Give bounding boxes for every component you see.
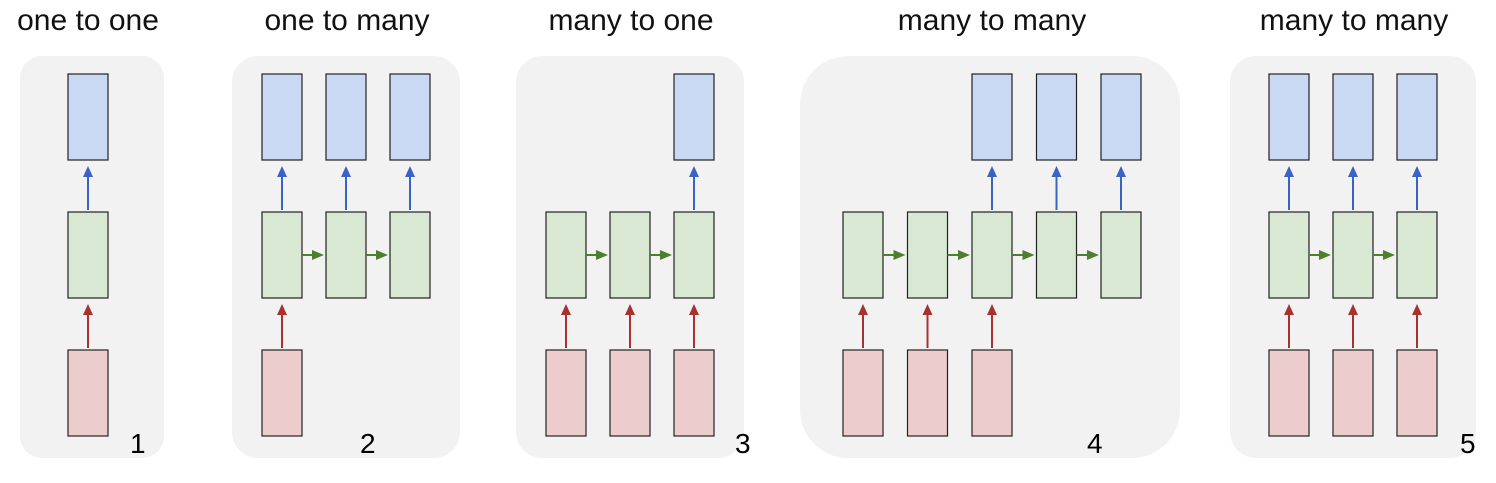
hidden-box-4-3 — [971, 211, 1013, 299]
hidden-box-4-2 — [906, 211, 949, 299]
recurrent-arrow-4-2-head — [958, 250, 970, 260]
input-arrow-3-1-head — [561, 304, 571, 315]
hidden-box-3-2 — [609, 211, 651, 299]
output-box-3-3 — [673, 73, 715, 161]
output-box-4-3 — [971, 73, 1013, 161]
output-arrow-5-1-head — [1284, 166, 1294, 177]
output-box-2-1 — [261, 73, 303, 161]
input-box-4-3 — [971, 349, 1013, 437]
output-arrow-2-1-head — [277, 166, 287, 177]
input-arrow-5-1-head — [1284, 304, 1294, 315]
input-box-5-3 — [1396, 349, 1438, 437]
hidden-box-4-5 — [1100, 211, 1142, 299]
input-box-3-1 — [545, 349, 587, 437]
input-arrow-5-2-head — [1348, 304, 1358, 315]
output-arrow-1-1-head — [83, 166, 93, 177]
input-box-4-2 — [906, 349, 949, 437]
hidden-box-5-3 — [1396, 211, 1438, 299]
input-box-2-1 — [261, 349, 303, 437]
recurrent-arrow-2-1-head — [312, 250, 324, 260]
diagram-number-1: 1 — [130, 428, 146, 459]
input-arrow-3-2-head — [625, 304, 635, 315]
input-box-4-1 — [842, 349, 884, 437]
output-box-5-2 — [1332, 73, 1374, 161]
input-box-5-1 — [1268, 349, 1310, 437]
recurrent-arrow-2-2-head — [376, 250, 388, 260]
hidden-box-3-3 — [673, 211, 715, 299]
output-arrow-4-3-head — [987, 166, 997, 177]
diagram-number-2: 2 — [360, 428, 376, 459]
recurrent-arrow-5-2-head — [1383, 250, 1395, 260]
input-box-3-2 — [609, 349, 651, 437]
output-arrow-2-3-head — [405, 166, 415, 177]
diagram-title-1: one to one — [17, 4, 159, 37]
recurrent-arrow-4-4-head — [1087, 250, 1099, 260]
hidden-box-1-1 — [67, 211, 109, 299]
input-arrow-4-2-head — [922, 304, 933, 315]
output-arrow-5-2-head — [1348, 166, 1358, 177]
recurrent-arrow-4-1-head — [893, 250, 906, 260]
input-arrow-3-3-head — [689, 304, 699, 315]
recurrent-arrow-5-1-head — [1319, 250, 1331, 260]
input-arrow-4-3-head — [987, 304, 997, 315]
output-arrow-2-2-head — [341, 166, 351, 177]
diagram-number-3: 3 — [735, 428, 751, 459]
hidden-box-2-3 — [389, 211, 431, 299]
output-box-5-1 — [1268, 73, 1310, 161]
hidden-box-5-2 — [1332, 211, 1374, 299]
output-arrow-3-3-head — [689, 166, 699, 177]
output-box-2-2 — [325, 73, 367, 161]
hidden-box-3-1 — [545, 211, 587, 299]
hidden-box-4-1 — [842, 211, 884, 299]
input-arrow-5-3-head — [1412, 304, 1422, 315]
hidden-box-2-2 — [325, 211, 367, 299]
output-box-1-1 — [67, 73, 109, 161]
input-arrow-1-1-head — [83, 304, 93, 315]
diagram-number-5: 5 — [1460, 428, 1476, 459]
diagram-title-5: many to many — [1259, 4, 1449, 37]
output-arrow-5-3-head — [1412, 166, 1422, 177]
output-box-2-3 — [389, 73, 431, 161]
hidden-box-5-1 — [1268, 211, 1310, 299]
hidden-box-4-4 — [1035, 211, 1078, 299]
hidden-box-2-1 — [261, 211, 303, 299]
input-box-1-1 — [67, 349, 109, 437]
output-box-4-4 — [1035, 73, 1078, 161]
output-arrow-4-5-head — [1116, 166, 1126, 177]
input-box-3-3 — [673, 349, 715, 437]
diagram-title-4: many to many — [897, 4, 1087, 37]
output-box-5-3 — [1396, 73, 1438, 161]
diagram-title-3: many to one — [548, 4, 714, 37]
input-arrow-2-1-head — [277, 304, 287, 315]
diagram-title-2: one to many — [264, 4, 430, 37]
diagram-number-4: 4 — [1087, 428, 1103, 459]
output-arrow-4-4-head — [1051, 166, 1062, 177]
input-arrow-4-1-head — [858, 304, 868, 315]
recurrent-arrow-3-2-head — [660, 250, 672, 260]
output-box-4-5 — [1100, 73, 1142, 161]
recurrent-arrow-3-1-head — [596, 250, 608, 260]
recurrent-arrow-4-3-head — [1022, 250, 1035, 260]
input-box-5-2 — [1332, 349, 1374, 437]
